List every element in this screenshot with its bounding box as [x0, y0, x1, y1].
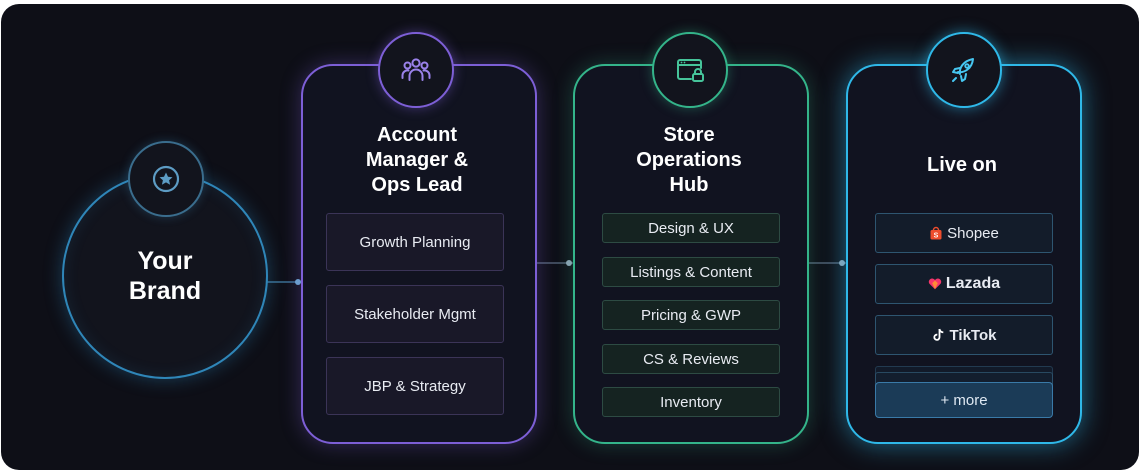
platform-shopee: S Shopee	[875, 213, 1053, 253]
platform-tiktok: TikTok	[875, 315, 1053, 355]
account-badge	[378, 32, 454, 108]
store-item: Pricing & GWP	[602, 300, 780, 330]
brand-badge	[128, 141, 204, 217]
store-item: Design & UX	[602, 213, 780, 243]
store-operations-panel	[573, 64, 809, 444]
shopee-bag-icon: S	[929, 226, 943, 240]
account-item: Growth Planning	[326, 213, 504, 271]
rocket-icon	[952, 58, 974, 82]
store-panel-title: Store Operations Hub	[636, 124, 742, 196]
connector-dot	[295, 279, 301, 285]
store-item: Listings & Content	[602, 257, 780, 287]
account-item: JBP & Strategy	[326, 357, 504, 415]
star-badge-icon	[152, 165, 180, 193]
store-item: Inventory	[602, 387, 780, 417]
svg-text:S: S	[934, 233, 939, 240]
tiktok-note-icon	[932, 328, 946, 342]
account-panel-title: Account Manager & Ops Lead	[365, 124, 469, 196]
connector-dot	[839, 260, 845, 266]
team-icon	[401, 58, 431, 81]
store-item: CS & Reviews	[602, 344, 780, 374]
more-platforms: + more	[875, 382, 1053, 418]
live-panel-title: Live on	[926, 154, 997, 176]
connector-dot	[566, 260, 572, 266]
platform-lazada: Lazada	[875, 264, 1053, 304]
platform-label: Shopee	[947, 224, 999, 242]
platform-label: TikTok	[949, 326, 997, 344]
account-item: Stakeholder Mgmt	[326, 285, 504, 343]
lazada-heart-icon	[928, 277, 942, 291]
connector-lines	[264, 260, 846, 285]
brand-title: Your Brand	[128, 247, 202, 305]
platform-label: Lazada	[945, 275, 1001, 292]
flow-diagram: Your Brand Account Manager & Ops Lead Gr…	[1, 4, 1139, 470]
browser-lock-icon	[677, 59, 704, 82]
live-badge	[926, 32, 1002, 108]
store-badge	[652, 32, 728, 108]
